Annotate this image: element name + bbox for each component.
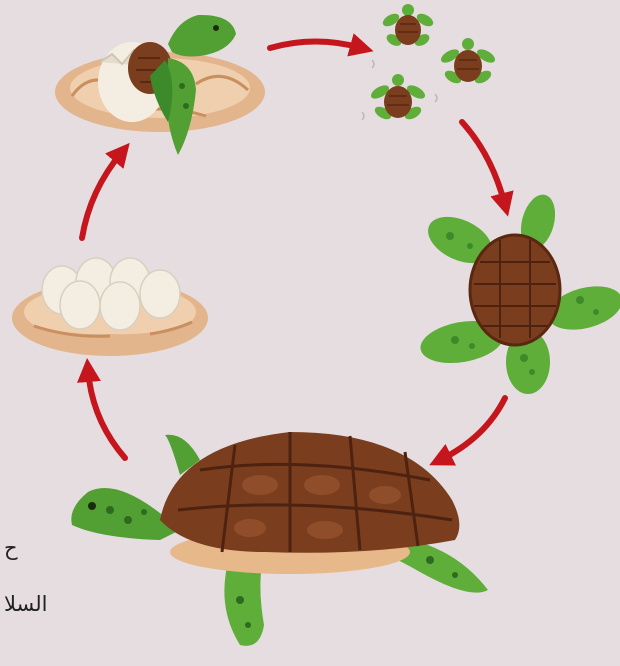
adult-turtle-icon bbox=[71, 432, 488, 646]
arrow-eggs-to-hatch bbox=[82, 152, 122, 238]
page-text-line-2: السلا bbox=[4, 592, 48, 616]
egg-nest-icon bbox=[12, 258, 208, 356]
juvenile-turtle-icon bbox=[417, 191, 620, 394]
arrow-juvenile-to-adult bbox=[440, 398, 505, 460]
hatching-turtle-icon bbox=[55, 15, 265, 155]
baby-turtles-icon bbox=[362, 4, 497, 122]
arrow-hatch-to-hatchlings bbox=[270, 42, 362, 49]
arrow-hatchlings-to-juvenile bbox=[462, 122, 505, 205]
arrow-adult-to-eggs bbox=[88, 370, 125, 458]
page-text-line-1: ح bbox=[4, 536, 18, 560]
